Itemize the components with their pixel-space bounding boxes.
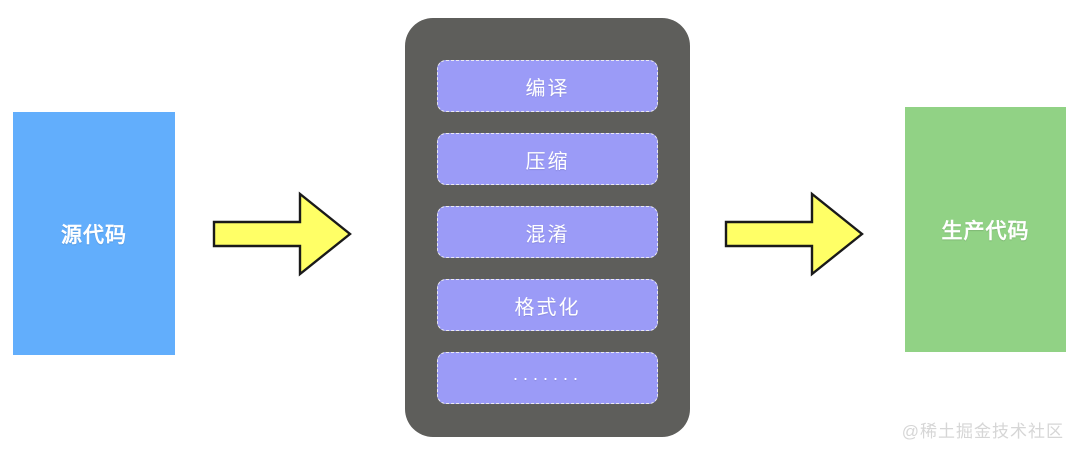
- arrow-source-to-pipeline-icon: [212, 191, 352, 277]
- right-arrow-icon: [212, 191, 352, 277]
- production-code-box: 生产代码: [905, 107, 1066, 352]
- arrow-shape: [212, 191, 352, 277]
- source-code-box: 源代码: [13, 112, 175, 355]
- pipeline-step-label: 压缩: [525, 150, 570, 173]
- build-pipeline-container: 编译 压缩 混淆 格式化 ·······: [405, 18, 690, 437]
- pipeline-step-label: 编译: [525, 77, 570, 100]
- pipeline-step-more[interactable]: ·······: [437, 352, 658, 404]
- watermark: @稀土掘金技术社区: [901, 422, 1064, 441]
- arrow-shape: [724, 191, 864, 277]
- arrow-pipeline-to-output-icon: [724, 191, 864, 277]
- pipeline-step-format[interactable]: 格式化: [437, 279, 658, 331]
- pipeline-step-obfuscate[interactable]: 混淆: [437, 206, 658, 258]
- source-code-label: 源代码: [61, 223, 127, 247]
- pipeline-step-label: 格式化: [514, 296, 581, 319]
- pipeline-step-compile[interactable]: 编译: [437, 60, 658, 112]
- production-code-label: 生产代码: [941, 219, 1030, 243]
- pipeline-step-label: 混淆: [525, 223, 570, 246]
- pipeline-step-label: ·······: [512, 367, 583, 388]
- right-arrow-icon: [724, 191, 864, 277]
- pipeline-step-compress[interactable]: 压缩: [437, 133, 658, 185]
